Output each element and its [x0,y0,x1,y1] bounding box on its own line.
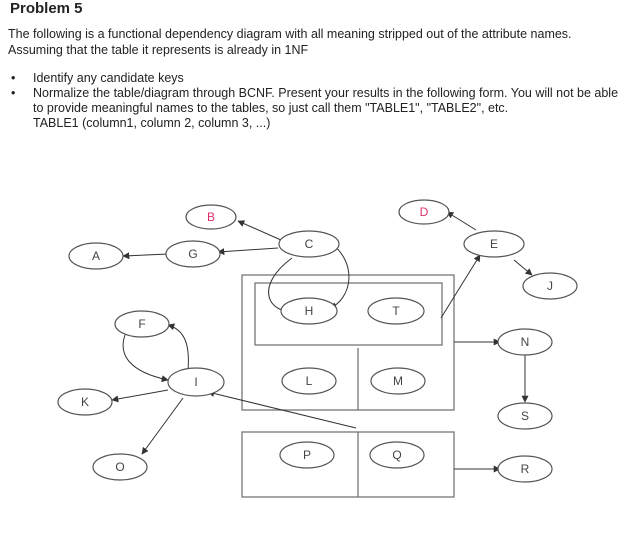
node-label: I [194,375,197,389]
node-l: L [281,367,337,395]
arrow-c-g [217,247,279,256]
node-e: E [463,230,525,258]
node-h: H [280,297,338,325]
arrow-box-e [440,254,481,319]
bullet-dot-icon: • [11,71,16,85]
node-label: B [207,210,215,224]
node-label: L [306,374,313,388]
node-o: O [92,453,148,481]
node-f: F [114,310,170,338]
arrow-q-i [207,390,357,429]
arrow-i-o [141,397,184,455]
arrow-e-j [513,259,533,276]
node-j: J [522,272,578,300]
node-label: S [521,409,529,423]
node-label: T [392,304,400,318]
bullet-text: Identify any candidate keys [33,71,184,85]
node-label: Q [392,448,401,462]
node-label: A [92,249,100,263]
instruction-list: • Identify any candidate keys • Normaliz… [8,71,628,131]
node-k: K [57,388,113,416]
node-label: P [303,448,311,462]
node-label: D [420,205,429,219]
key-group-box [241,274,455,411]
node-label: J [547,279,553,293]
node-label: N [521,335,530,349]
arrow-g-a [122,252,169,260]
arrow-h-c-right [329,241,350,309]
node-t: T [367,297,425,325]
node-label: M [393,374,403,388]
bullet-candidate-keys: • Identify any candidate keys [8,71,628,86]
node-r: R [497,455,553,483]
node-p: P [279,441,335,469]
node-n: N [497,328,553,356]
intro-paragraph: The following is a functional dependency… [8,27,572,57]
arrow-e-d [446,211,477,231]
node-label: H [305,304,314,318]
bullet-dot-icon: • [11,86,16,100]
arrow-i-k [111,389,169,403]
arrow-i-f [167,323,189,371]
node-label: K [81,395,89,409]
example-format: TABLE1 (column1, column 2, column 3, ...… [33,116,271,130]
node-label: O [115,460,124,474]
node-label: C [305,237,314,251]
node-s: S [497,402,553,430]
node-q: Q [369,441,425,469]
node-d: D [398,199,450,225]
node-g: G [165,240,221,268]
second-group-box [241,431,455,498]
node-b: B [185,204,237,230]
node-m: M [370,367,426,395]
problem-title: Problem 5 [10,0,83,17]
node-c: C [278,230,340,258]
bullet-normalize: • Normalize the table/diagram through BC… [8,86,628,116]
node-label: E [490,237,498,251]
bullet-text: Normalize the table/diagram through BCNF… [33,86,619,115]
node-i: I [167,367,225,397]
node-label: F [138,317,145,331]
arrow-f-i [122,334,169,383]
node-label: R [521,462,530,476]
node-a: A [68,242,124,270]
node-label: G [188,247,197,261]
